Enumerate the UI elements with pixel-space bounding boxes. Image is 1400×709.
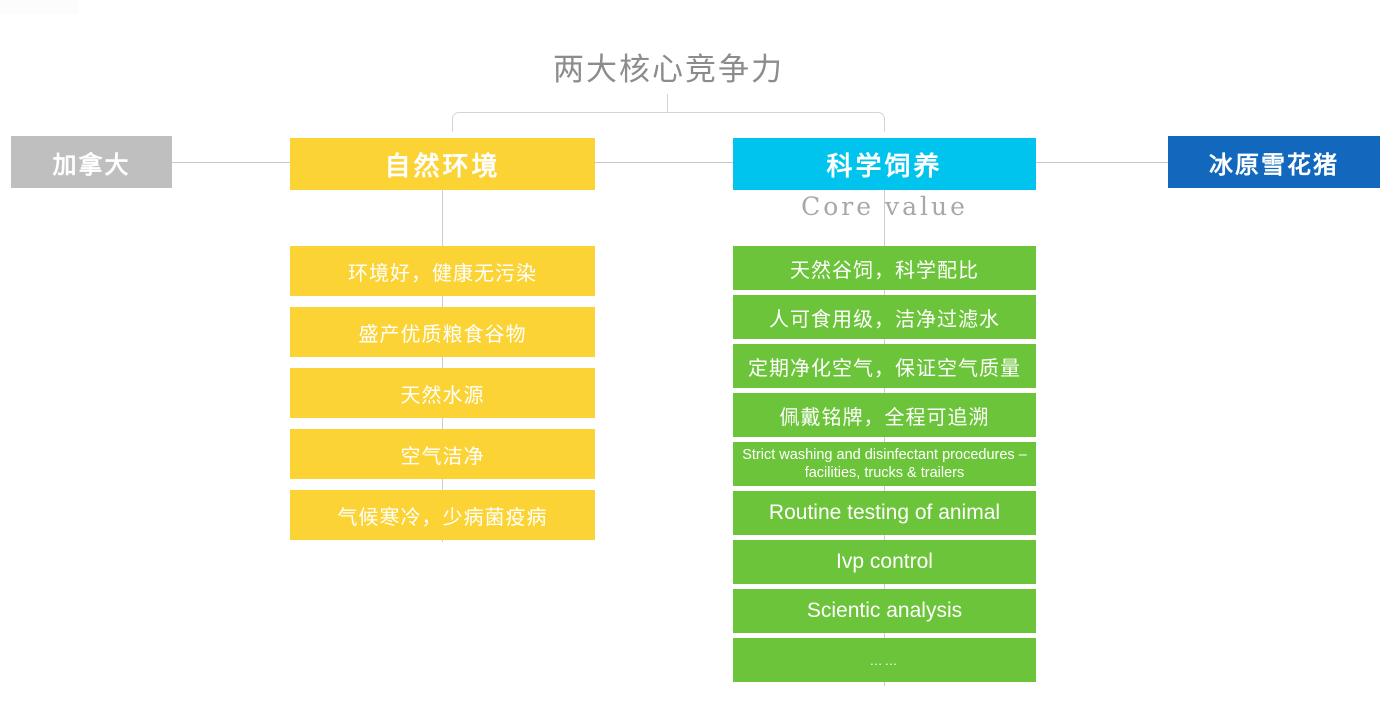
node-product[interactable]: 冰原雪花猪 xyxy=(1168,136,1380,188)
list-item[interactable]: 人可食用级，洁净过滤水 xyxy=(733,295,1036,339)
watermark-block xyxy=(0,0,78,14)
node-pillar-scientific-feeding[interactable]: 科学饲养 xyxy=(733,138,1036,190)
pillar-bracket xyxy=(452,112,885,132)
list-item[interactable]: 气候寒冷，少病菌疫病 xyxy=(290,490,595,540)
bracket-stem xyxy=(667,94,668,113)
connector-feeding-to-product xyxy=(1036,162,1168,163)
connector-canada-to-nature xyxy=(172,162,290,163)
connector-nature-to-feeding xyxy=(595,162,733,163)
spine-left-column xyxy=(442,190,443,542)
list-item[interactable]: 盛产优质粮食谷物 xyxy=(290,307,595,357)
spine-right-column xyxy=(884,190,885,686)
node-pillar-natural-environment[interactable]: 自然环境 xyxy=(290,138,595,190)
list-item[interactable]: Routine testing of animal xyxy=(733,491,1036,535)
node-pillar-natural-environment-label: 自然环境 xyxy=(384,150,501,181)
node-product-label: 冰原雪花猪 xyxy=(1209,151,1339,179)
list-item[interactable]: Scientic analysis xyxy=(733,589,1036,633)
node-pillar-scientific-feeding-label: 科学饲养 xyxy=(826,150,943,181)
list-item[interactable]: 天然谷饲，科学配比 xyxy=(733,246,1036,290)
core-value-caption: Core value xyxy=(801,192,968,221)
list-item[interactable]: 环境好，健康无污染 xyxy=(290,246,595,296)
list-item[interactable]: …… xyxy=(733,638,1036,682)
list-item[interactable]: 佩戴铭牌，全程可追溯 xyxy=(733,393,1036,437)
page-title: 两大核心竞争力 xyxy=(553,52,784,87)
right-column-list: 天然谷饲，科学配比 人可食用级，洁净过滤水 定期净化空气，保证空气质量 佩戴铭牌… xyxy=(733,246,1036,687)
list-item[interactable]: 天然水源 xyxy=(290,368,595,418)
node-origin-label: 加拿大 xyxy=(52,151,131,179)
left-column-list: 环境好，健康无污染 盛产优质粮食谷物 天然水源 空气洁净 气候寒冷，少病菌疫病 xyxy=(290,246,595,551)
list-item[interactable]: Strict washing and disinfectant procedur… xyxy=(733,442,1036,486)
node-origin[interactable]: 加拿大 xyxy=(11,136,172,188)
list-item[interactable]: 空气洁净 xyxy=(290,429,595,479)
list-item[interactable]: 定期净化空气，保证空气质量 xyxy=(733,344,1036,388)
list-item[interactable]: Ivp control xyxy=(733,540,1036,584)
